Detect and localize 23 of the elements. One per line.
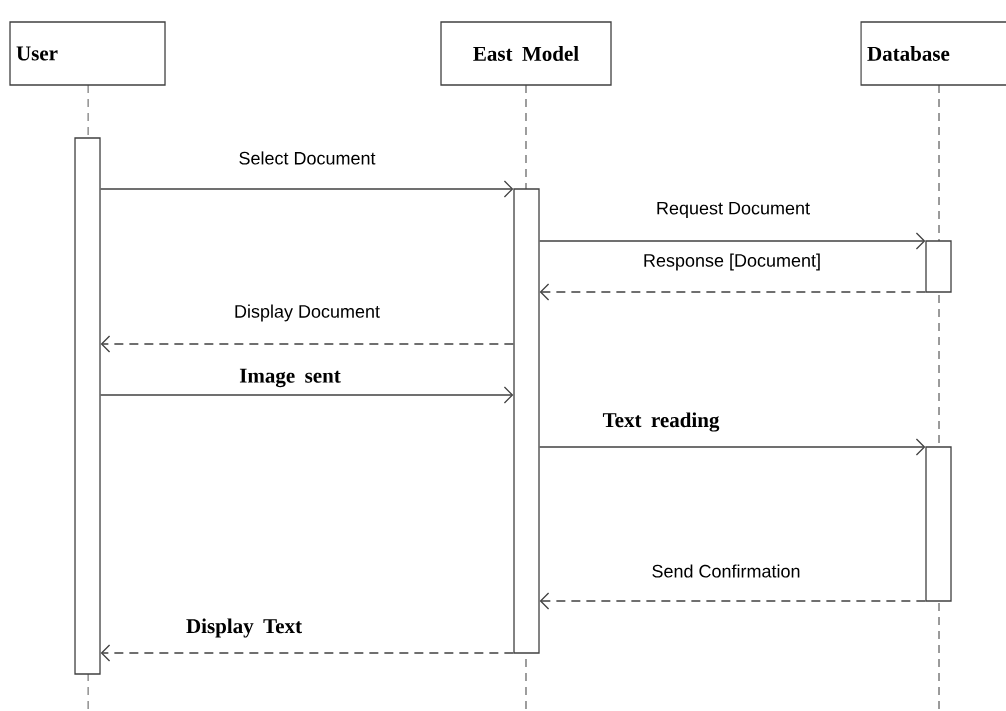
arrow [100, 644, 514, 662]
participant-box: Database [860, 21, 1006, 86]
activation-bar [925, 446, 952, 602]
edge-label: Display Text [186, 618, 302, 638]
edge-label: Display Document [235, 304, 380, 322]
arrow [539, 592, 926, 610]
arrow [539, 283, 926, 301]
edge-label: Text reading [602, 412, 720, 432]
activation-bar [513, 188, 540, 654]
edge-label: Response [Document] [644, 253, 820, 271]
edge-label: Image sent [239, 368, 341, 388]
arrow [100, 180, 514, 198]
edge-label: Request Document [657, 201, 810, 219]
edge-label: Select Document [239, 151, 376, 165]
participant-box: East Model [440, 21, 612, 86]
activation-bar [74, 137, 101, 675]
participant-box: User [9, 21, 166, 86]
arrow [539, 438, 926, 456]
arrow [539, 232, 926, 250]
activation-bar [925, 240, 952, 293]
edge-label: Send Confirmation [652, 564, 800, 578]
arrow [100, 386, 514, 404]
arrow [100, 335, 514, 353]
